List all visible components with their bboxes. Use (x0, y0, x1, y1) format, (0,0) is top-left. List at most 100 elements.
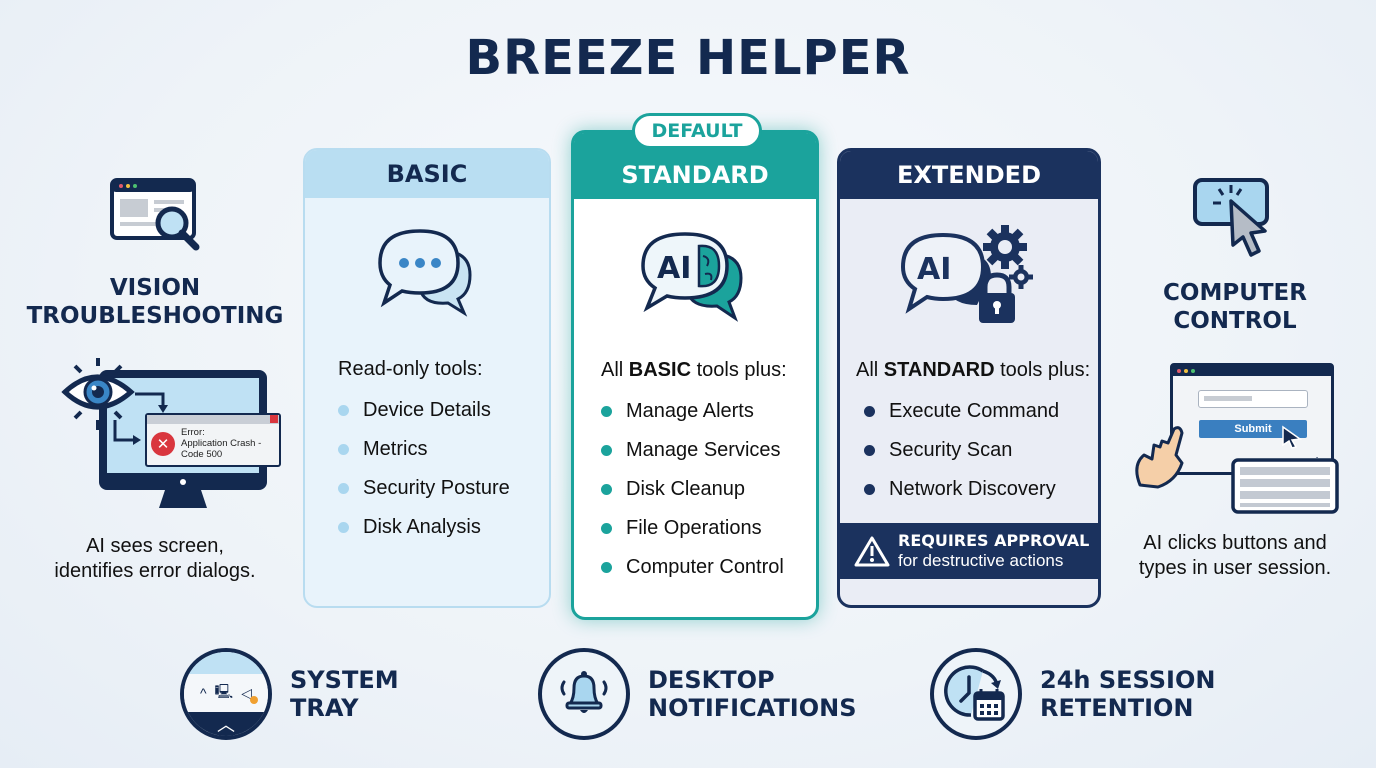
cursor-arrow-icon (1282, 425, 1303, 449)
vision-desc-line1: AI sees screen, (86, 535, 224, 557)
speaker-icon: ◁ (241, 685, 259, 704)
warning-icon (854, 536, 890, 567)
bullet-icon (601, 523, 612, 534)
intro-suffix: tools plus: (691, 359, 787, 381)
error-line1: Error: (181, 427, 205, 438)
item-label: File Operations (626, 517, 762, 539)
control-title-line1: COMPUTER (1163, 280, 1307, 306)
page-title: BREEZE HELPER (465, 30, 911, 86)
item-label: Metrics (363, 438, 428, 460)
ai-gears-lock-icon: AI (900, 225, 1033, 323)
list-item: Disk Cleanup (601, 470, 816, 509)
error-line2: Application Crash - (181, 438, 262, 449)
feature-label-line2: RETENTION (1040, 694, 1194, 722)
bullet-icon (864, 484, 875, 495)
computer-control-section: COMPUTER CONTROL Submit (1095, 175, 1375, 581)
approval-banner: REQUIRES APPROVAL for destructive action… (840, 523, 1098, 579)
control-desc-line2: types in user session. (1138, 557, 1332, 579)
default-badge: DEFAULT (632, 113, 762, 149)
vision-troubleshooting-section: VISION TROUBLESHOOTING (15, 175, 295, 584)
tier-basic-list: Device Details Metrics Security Posture … (338, 391, 549, 547)
item-label: Security Scan (889, 439, 1013, 461)
vision-title-line2: TROUBLESHOOTING (26, 303, 284, 329)
bullet-icon (601, 562, 612, 573)
error-line3: Code 500 (181, 449, 223, 460)
feature-session-retention: 24h SESSION RETENTION (930, 648, 1215, 740)
control-desc-line1: AI clicks buttons and (1143, 532, 1327, 554)
item-label: Execute Command (889, 400, 1060, 422)
tier-standard-list: Manage Alerts Manage Services Disk Clean… (601, 392, 816, 587)
browser-window: Submit (1170, 363, 1334, 475)
item-label: Manage Services (626, 439, 781, 461)
intro-prefix: All (856, 359, 884, 381)
feature-label-line2: TRAY (290, 694, 359, 722)
vision-title-line1: VISION (109, 275, 201, 301)
feature-system-tray: ^ 🖳 ◁ ︿ SYSTEM TRAY (180, 648, 399, 740)
svg-text:AI: AI (657, 251, 691, 286)
item-label: Manage Alerts (626, 400, 754, 422)
feature-label-line1: SYSTEM (290, 666, 399, 694)
list-item: Execute Command (864, 392, 1098, 431)
bell-icon (538, 648, 630, 740)
list-item: Manage Services (601, 431, 816, 470)
list-item: Computer Control (601, 548, 816, 587)
feature-label-line2: NOTIFICATIONS (648, 694, 857, 722)
browser-form-illustration: Submit (1130, 363, 1340, 514)
bullet-icon (864, 406, 875, 417)
list-item: Security Posture (338, 469, 549, 508)
list-item: Manage Alerts (601, 392, 816, 431)
item-label: Disk Analysis (363, 516, 481, 538)
monitor-error-illustration: ✕ Error: Application Crash - Code 500 (35, 350, 281, 520)
error-dialog: ✕ Error: Application Crash - Code 500 (145, 413, 281, 467)
list-item: File Operations (601, 509, 816, 548)
bullet-icon (601, 484, 612, 495)
tier-extended-intro: All STANDARD tools plus: (856, 359, 1098, 382)
list-item: Security Scan (864, 431, 1098, 470)
click-cursor-icon (1193, 178, 1269, 257)
bullet-icon (864, 445, 875, 456)
clock-calendar-icon (930, 648, 1022, 740)
bullet-icon (601, 406, 612, 417)
tray-expand-icon: ︿ (184, 712, 268, 736)
item-label: Device Details (363, 399, 491, 421)
bullet-icon (338, 522, 349, 533)
intro-bold: BASIC (628, 359, 692, 381)
feature-desktop-notifications: DESKTOP NOTIFICATIONS (538, 648, 857, 740)
approval-title: REQUIRES APPROVAL (898, 531, 1090, 550)
text-input[interactable] (1198, 390, 1308, 408)
bullet-icon (338, 405, 349, 416)
feature-label-line1: 24h SESSION (1040, 666, 1216, 694)
item-label: Disk Cleanup (626, 478, 745, 500)
bullet-icon (338, 444, 349, 455)
error-x-icon: ✕ (151, 431, 175, 456)
browser-magnifier-icon (110, 178, 200, 251)
hand-pointer-icon (1135, 426, 1184, 489)
item-label: Security Posture (363, 477, 510, 499)
tier-card-extended: EXTENDED AI (837, 148, 1101, 608)
vision-desc-line2: identifies error dialogs. (54, 560, 256, 582)
intro-suffix: tools plus: (994, 359, 1091, 381)
list-item: Network Discovery (864, 470, 1098, 509)
approval-subtitle: for destructive actions (898, 551, 1064, 570)
intro-bold: STANDARD (883, 359, 995, 381)
ai-brain-chat-icon: AI (641, 232, 743, 322)
submit-button[interactable]: Submit (1199, 420, 1307, 438)
item-label: Network Discovery (889, 478, 1056, 500)
intro-prefix: All (601, 359, 629, 381)
tier-card-basic: BASIC Read-only tools: Device Details Me… (303, 148, 551, 608)
tier-extended-title: EXTENDED (840, 151, 1098, 199)
monitor-small-icon: 🖳 (214, 683, 234, 699)
chevron-up-icon: ^ (199, 685, 207, 701)
tier-extended-list: Execute Command Security Scan Network Di… (864, 392, 1098, 509)
list-item: Device Details (338, 391, 549, 430)
chat-bubbles-icon (378, 229, 472, 317)
feature-label-line1: DESKTOP (648, 666, 775, 694)
tier-basic-title: BASIC (305, 150, 549, 198)
tier-standard-intro: All BASIC tools plus: (601, 359, 816, 382)
bullet-icon (338, 483, 349, 494)
dialog-close-icon[interactable] (270, 415, 278, 423)
tier-card-standard: DEFAULT STANDARD AI All BASIC tools plus… (571, 113, 819, 620)
item-label: Computer Control (626, 556, 784, 578)
svg-text:AI: AI (917, 252, 951, 287)
tier-basic-intro: Read-only tools: (338, 358, 483, 380)
